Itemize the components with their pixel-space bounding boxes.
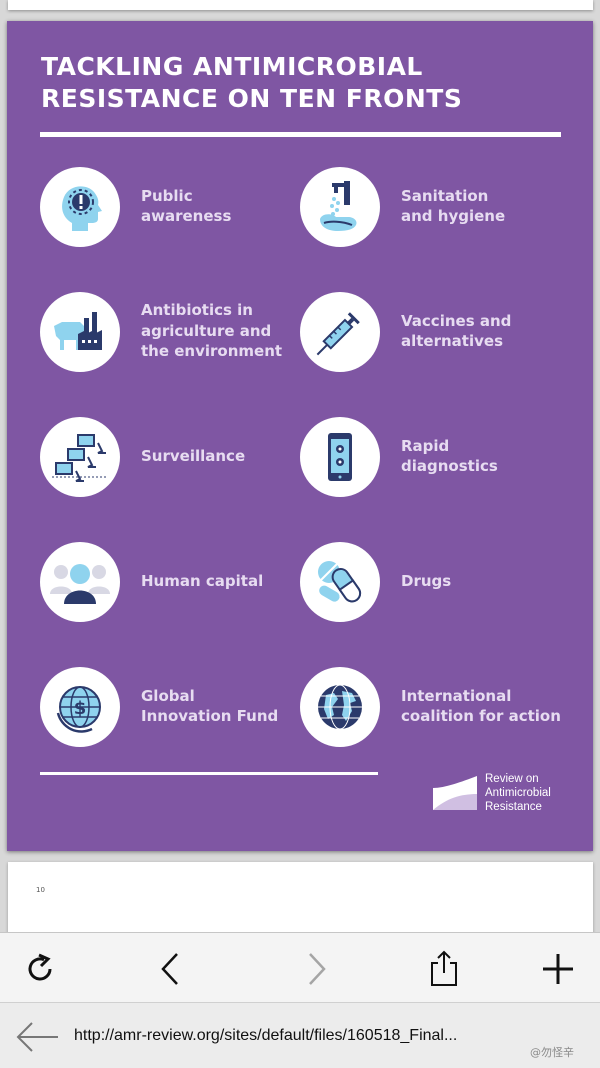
next-page: 10 [8,862,593,942]
pills-icon [300,542,380,622]
poster-title-line-1: TACKLING ANTIMICROBIAL [41,52,423,81]
front-international-coalition: International coalition for action [300,661,570,751]
front-public-awareness: Public awareness [40,161,310,251]
front-label: Public awareness [141,186,232,226]
globe-icon [300,667,380,747]
browser-toolbar [0,932,600,1003]
reload-button[interactable] [20,949,60,989]
share-button[interactable] [424,949,464,989]
people-group-icon [40,542,120,622]
front-label: Vaccines and alternatives [401,311,512,351]
svg-text:$: $ [74,698,87,719]
smartphone-test-icon [300,417,380,497]
watermark: @勿怪辛 [530,1046,574,1059]
front-vaccines-alternatives: Vaccines and alternatives [300,286,570,376]
previous-page-edge [8,0,593,10]
front-label: Global Innovation Fund [141,686,279,726]
review-amr-logo: Review on Antimicrobial Resistance [431,772,591,822]
amr-poster: TACKLING ANTIMICROBIAL RESISTANCE ON TEN… [7,21,593,851]
head-exclamation-icon [40,167,120,247]
forward-button[interactable] [297,949,337,989]
cow-factory-icon [40,292,120,372]
page-number: 10 [36,886,45,894]
plus-icon [543,954,573,984]
poster-title-line-2: RESISTANCE ON TEN FRONTS [41,84,463,113]
syringe-icon [300,292,380,372]
front-surveillance: Surveillance [40,411,310,501]
share-icon [431,950,457,986]
address-bar: http://amr-review.org/sites/default/file… [0,1002,600,1068]
front-rapid-diagnostics: Rapid diagnostics [300,411,570,501]
monitors-microscopes-icon [40,417,120,497]
title-divider [40,132,561,137]
back-button[interactable] [150,949,190,989]
globe-dollar-icon: $ [40,667,120,747]
address-back-button[interactable] [14,1019,60,1059]
logo-text: Review on Antimicrobial Resistance [485,773,551,813]
front-sanitation-hygiene: Sanitation and hygiene [300,161,570,251]
chevron-right-icon [309,953,326,985]
front-label: Surveillance [141,446,246,465]
front-label: Sanitation and hygiene [401,186,506,226]
poster-title: TACKLING ANTIMICROBIAL RESISTANCE ON TEN… [41,51,561,115]
bottom-divider [40,772,378,775]
arrow-left-icon [16,1022,58,1052]
front-antibiotics-agriculture: Antibiotics in agriculture and the envir… [40,286,310,376]
front-label: Rapid diagnostics [401,436,498,476]
front-human-capital: Human capital [40,536,310,626]
front-label: Human capital [141,571,264,590]
front-label: International coalition for action [401,686,561,726]
reload-icon [28,953,52,981]
water-pump-hands-icon [300,167,380,247]
front-global-innovation-fund: $ Global Innovation Fund [40,661,310,751]
chevron-left-icon [161,953,178,985]
add-button[interactable] [538,949,578,989]
front-label: Drugs [401,571,452,590]
review-logo-mark-icon [433,776,477,810]
front-label: Antibiotics in agriculture and the envir… [141,301,283,361]
front-drugs: Drugs [300,536,570,626]
url-field[interactable]: http://amr-review.org/sites/default/file… [74,1027,458,1044]
